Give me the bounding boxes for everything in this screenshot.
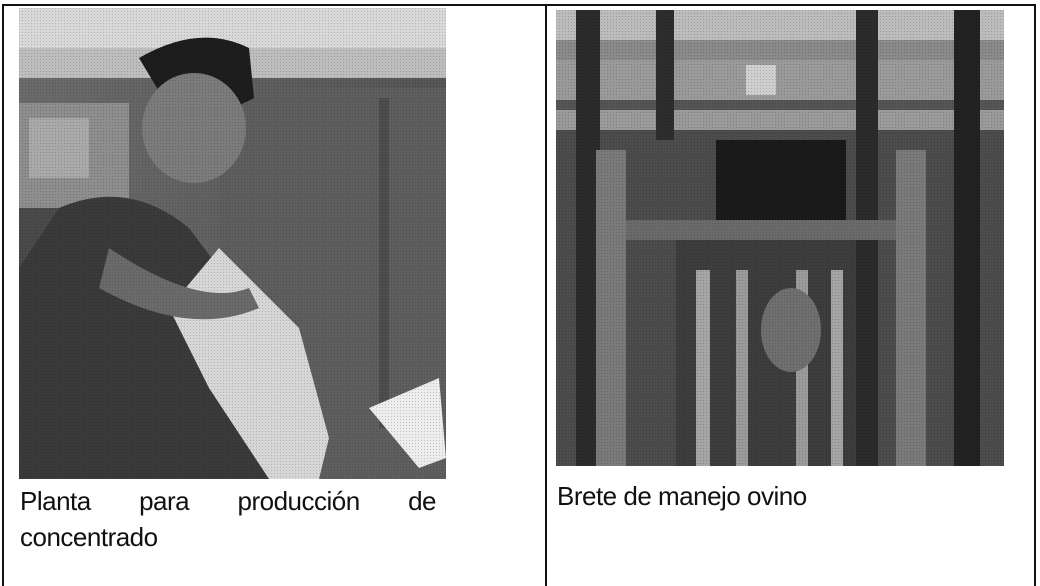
photo-brete-ovino [556, 10, 1004, 466]
caption-word-3: producción [237, 486, 361, 516]
table-border-right [1034, 4, 1036, 586]
photo-brete-ovino-image [556, 10, 1004, 466]
photo-planta-concentrado [19, 8, 446, 479]
table-border-top [2, 4, 1036, 6]
table-border-middle [545, 4, 547, 586]
caption-line-2: concentrado [20, 522, 158, 552]
photo-planta-concentrado-image [19, 8, 446, 479]
caption-planta-concentrado: Planta para producción de concentrado [20, 483, 436, 555]
table-border-left [2, 4, 4, 586]
caption-brete-ovino: Brete de manejo ovino [557, 481, 807, 511]
caption-word-2: para [139, 486, 190, 516]
caption-word-1: Planta [20, 486, 91, 516]
caption-word-4: de [408, 486, 436, 516]
